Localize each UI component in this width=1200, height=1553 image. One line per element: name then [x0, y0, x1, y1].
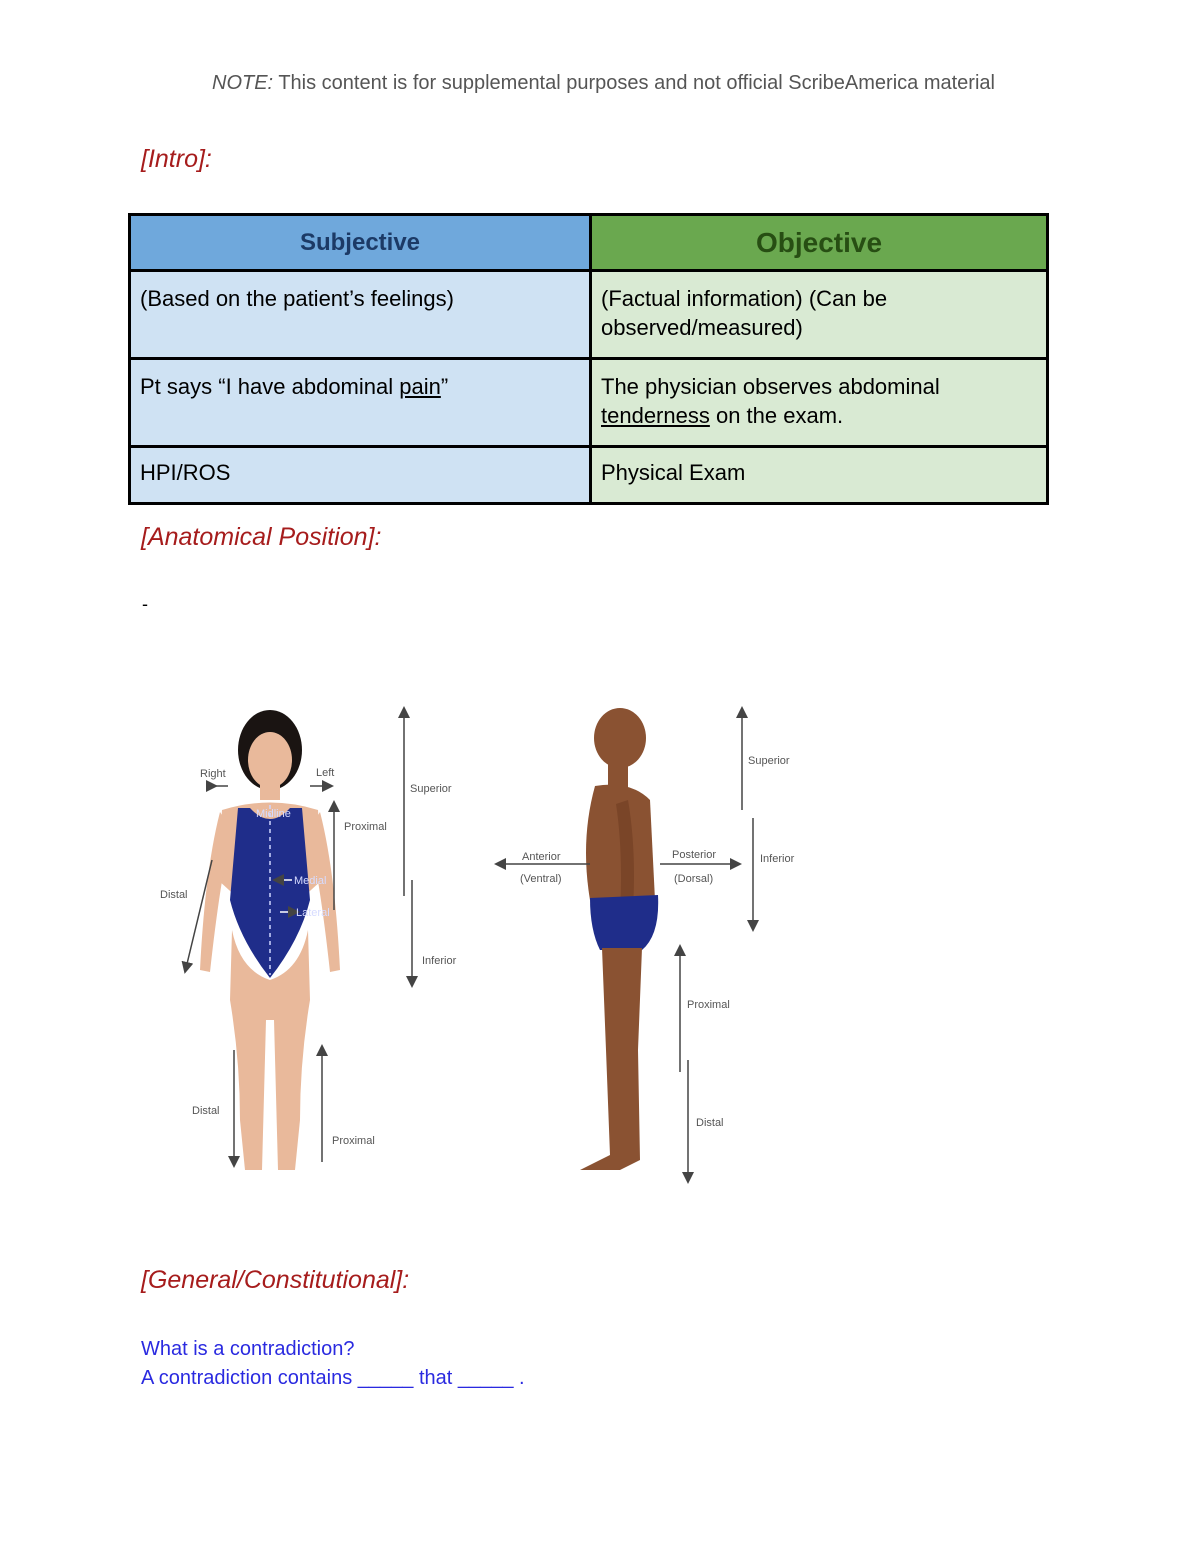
note-prefix: NOTE:: [212, 72, 274, 94]
cell-text: on the exam.: [709, 403, 844, 428]
header-subjective: Subjective: [128, 213, 592, 272]
cell-underlined-text: pain: [399, 374, 441, 399]
label-dorsal: (Dorsal): [674, 873, 713, 885]
question-line-1: What is a contradiction?: [141, 1338, 355, 1360]
cell-underlined-text: tenderness: [601, 403, 710, 428]
label-lateral: Lateral: [296, 907, 330, 919]
cell-text: The physician observes abdominal: [601, 374, 940, 399]
label-ventral: (Ventral): [520, 873, 562, 885]
bullet-dash: -: [142, 594, 148, 614]
section-heading-general: [General/Constitutional]:: [141, 1266, 410, 1294]
cell-text: ”: [440, 374, 449, 399]
anatomical-illustration: Right Left Midline Proximal Distal Media…: [160, 706, 795, 1184]
table-row: (Based on the patient’s feelings) (Factu…: [128, 269, 1049, 360]
label-anterior: Anterior: [522, 851, 561, 863]
cell-text: Pt says “I have abdominal: [140, 374, 400, 399]
table-row: HPI/ROS Physical Exam: [128, 445, 1049, 505]
cell-objective: The physician observes abdominal tendern…: [589, 357, 1049, 448]
cell-subjective: HPI/ROS: [128, 445, 592, 505]
label-midline: Midline: [256, 808, 291, 820]
label-left: Left: [316, 767, 334, 779]
subjective-objective-table: Subjective Objective (Based on the patie…: [128, 213, 1049, 505]
label-distal-side: Distal: [696, 1117, 724, 1129]
label-posterior: Posterior: [672, 849, 716, 861]
label-inferior-front: Inferior: [422, 955, 457, 967]
disclaimer-note: NOTE: This content is for supplemental p…: [212, 72, 995, 95]
cell-objective: Physical Exam: [589, 445, 1049, 505]
cell-subjective: (Based on the patient’s feelings): [128, 269, 592, 360]
section-heading-intro: [Intro]:: [141, 145, 212, 173]
label-proximal-side: Proximal: [687, 999, 730, 1011]
header-objective: Objective: [589, 213, 1049, 272]
section-heading-anatomical: [Anatomical Position]:: [141, 523, 382, 551]
label-superior-side: Superior: [748, 755, 790, 767]
question-line-2: A contradiction contains _____ that ____…: [141, 1367, 525, 1389]
label-distal-arm: Distal: [160, 889, 188, 901]
front-figure: [200, 710, 340, 1170]
table-row: Pt says “I have abdominal pain” The phys…: [128, 357, 1049, 448]
cell-objective: (Factual information) (Can be observed/m…: [589, 269, 1049, 360]
label-distal-leg: Distal: [192, 1105, 220, 1117]
cell-subjective: Pt says “I have abdominal pain”: [128, 357, 592, 448]
label-medial: Medial: [294, 875, 326, 887]
label-inferior-side: Inferior: [760, 853, 795, 865]
label-superior-front: Superior: [410, 783, 452, 795]
label-proximal-arm: Proximal: [344, 821, 387, 833]
label-proximal-leg: Proximal: [332, 1135, 375, 1147]
anatomical-position-figure: Right Left Midline Proximal Distal Media…: [150, 700, 830, 1190]
side-figure: [580, 708, 659, 1170]
label-right: Right: [200, 768, 226, 780]
note-text: This content is for supplemental purpose…: [273, 72, 995, 94]
